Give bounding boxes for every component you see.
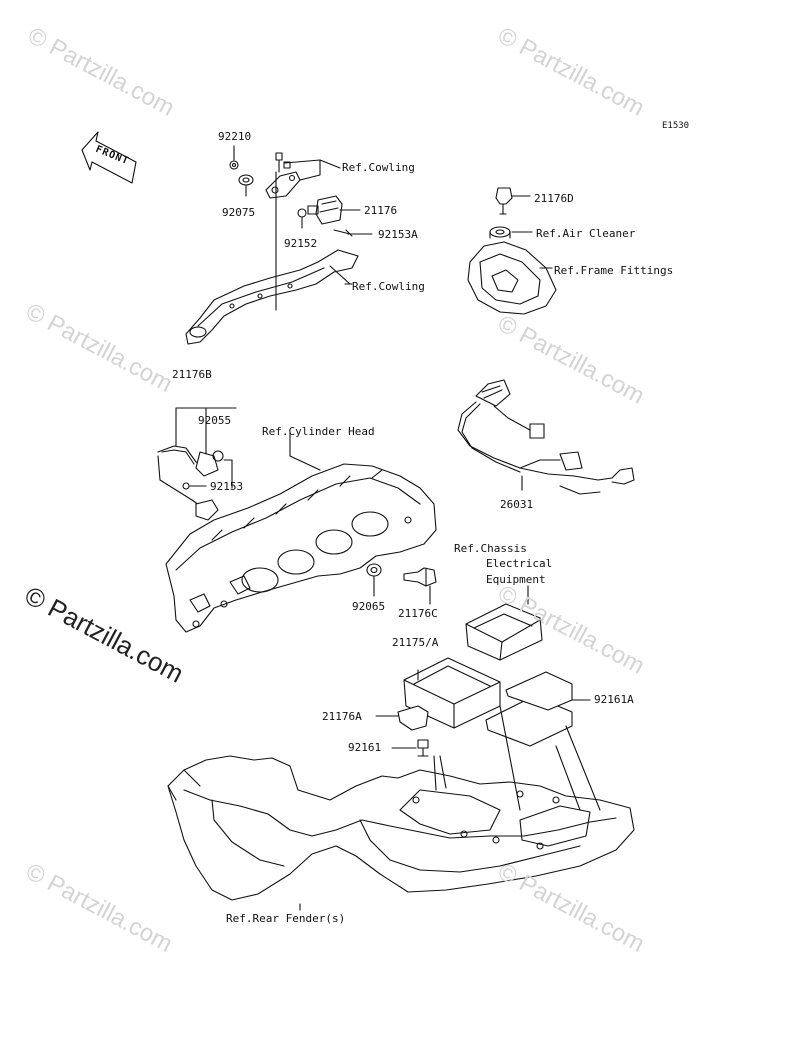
- part-92161A-icon: [485, 671, 591, 747]
- label-ref-chassis-electrical: Electrical: [486, 557, 553, 570]
- label-ref-chassis-equipment: Equipment: [486, 573, 546, 586]
- label-21176C: 21176C: [398, 607, 438, 620]
- label-92075: 92075: [222, 206, 256, 219]
- bolt-icon: [275, 152, 291, 173]
- sensor-bracket-icon: [265, 171, 301, 199]
- cylinder-head-icon: [165, 431, 437, 633]
- label-ref-air-cleaner: Ref.Air Cleaner: [536, 227, 636, 240]
- leader-lines-mid-left: [175, 407, 237, 489]
- part-92210-icon: [229, 160, 239, 170]
- label-21176B: 21176B: [172, 368, 212, 381]
- part-21176-icon: [307, 195, 343, 225]
- part-26031-icon: [457, 379, 635, 495]
- label-ref-frame-fittings: Ref.Frame Fittings: [554, 264, 674, 277]
- part-92153A-icon: [333, 229, 353, 237]
- leader-lines-top: [233, 145, 373, 311]
- part-92065-icon: [366, 563, 382, 577]
- label-ref-cowling-2: Ref.Cowling: [352, 280, 425, 293]
- chassis-ecu-icon: [465, 585, 543, 661]
- rear-fender-icon: [167, 755, 635, 911]
- part-21176B-icon: [157, 445, 219, 521]
- label-21176D: 21176D: [534, 192, 574, 205]
- label-92055: 92055: [198, 414, 232, 427]
- label-ref-cylinder-head: Ref.Cylinder Head: [262, 425, 375, 438]
- leader-lines-mid-center: [373, 575, 431, 605]
- label-92161: 92161: [348, 741, 382, 754]
- diagram-code: E1530: [662, 121, 690, 131]
- air-cleaner-grommet-icon: [489, 226, 533, 239]
- part-92161-icon: [391, 739, 429, 757]
- part-92152-icon: [297, 208, 307, 218]
- label-ref-chassis: Ref.Chassis: [454, 542, 527, 555]
- label-92210: 92210: [218, 130, 252, 143]
- part-92055-icon: [212, 450, 224, 462]
- label-ref-cowling-1: Ref.Cowling: [342, 161, 415, 174]
- part-21176D-icon: [495, 187, 531, 215]
- label-26031: 26031: [500, 498, 534, 511]
- front-arrow-icon: [81, 131, 137, 184]
- label-92161A: 92161A: [594, 693, 634, 706]
- label-92153: 92153: [210, 480, 244, 493]
- label-ref-rear-fender: Ref.Rear Fender(s): [226, 912, 346, 925]
- label-92065: 92065: [352, 600, 386, 613]
- label-92152: 92152: [284, 237, 318, 250]
- part-21176A-icon: [375, 705, 429, 731]
- part-21176C-icon: [403, 567, 437, 587]
- label-21175-A: 21175/A: [392, 636, 439, 649]
- part-92075-icon: [238, 174, 254, 186]
- label-21176: 21176: [364, 204, 398, 217]
- frame-fittings-icon: [467, 241, 557, 315]
- leader-lines-bottom: [499, 705, 601, 811]
- label-21176A: 21176A: [322, 710, 362, 723]
- label-92153A: 92153A: [378, 228, 418, 241]
- cowling-bracket-icon: [185, 249, 359, 345]
